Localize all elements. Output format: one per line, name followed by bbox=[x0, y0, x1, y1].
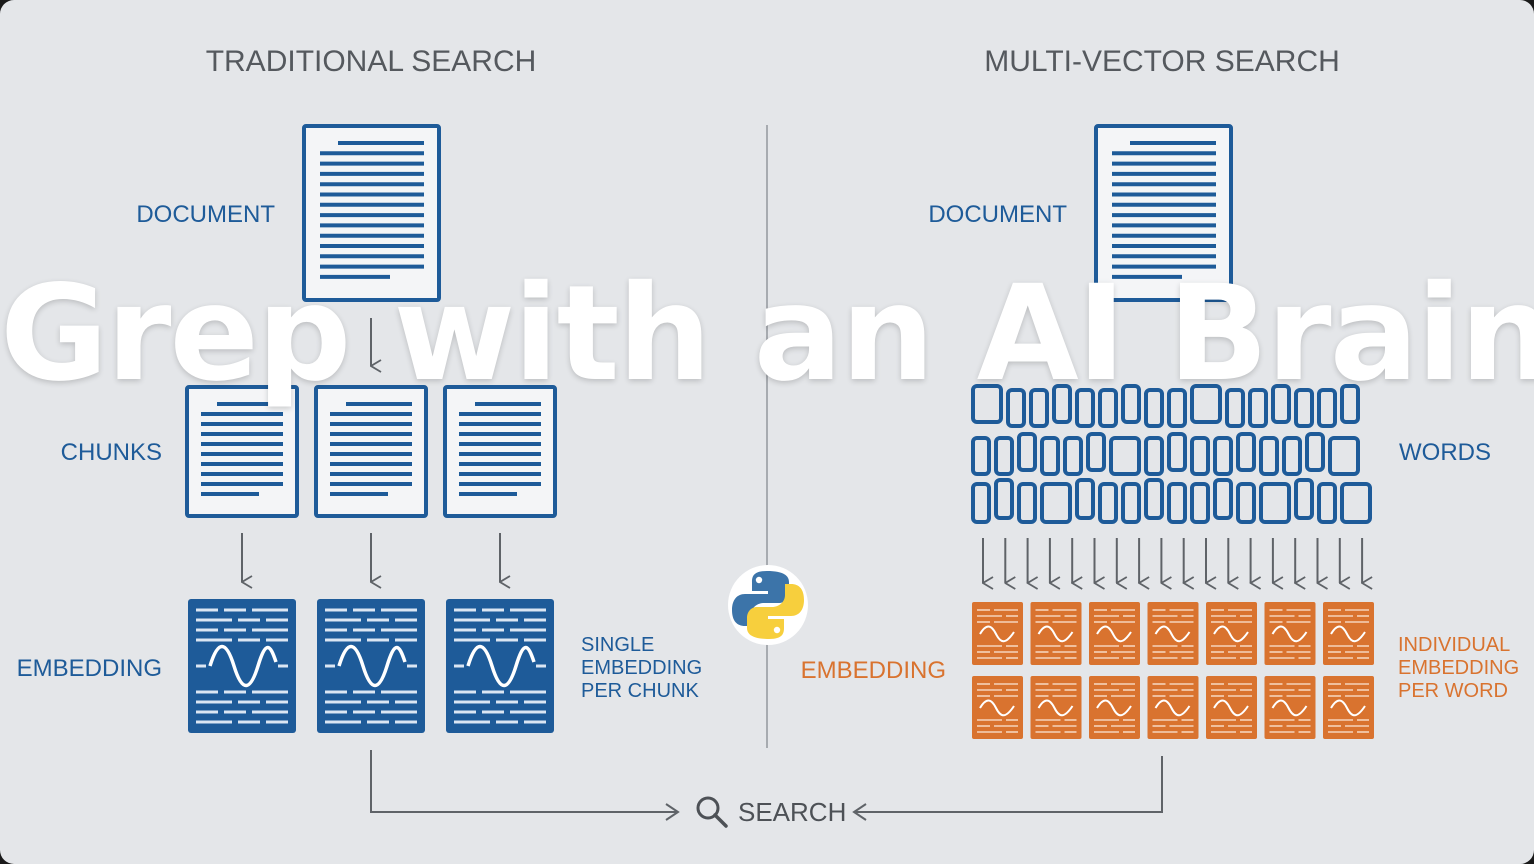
word-token bbox=[1144, 478, 1164, 520]
word-embedding-icon bbox=[1264, 602, 1316, 665]
word-token bbox=[1190, 436, 1210, 476]
left-note-line-3: PER CHUNK bbox=[581, 680, 699, 702]
word-token bbox=[1052, 384, 1072, 424]
python-logo-icon bbox=[728, 565, 808, 645]
left-document-label: DOCUMENT bbox=[136, 201, 275, 228]
left-note-line-2: EMBEDDING bbox=[581, 657, 702, 679]
word-token bbox=[1144, 436, 1164, 476]
word-token bbox=[1167, 388, 1187, 428]
word-token bbox=[1075, 478, 1095, 520]
word-token bbox=[1248, 388, 1268, 428]
word-token bbox=[1040, 436, 1060, 476]
word-token bbox=[1190, 384, 1222, 424]
word-token bbox=[1259, 482, 1291, 524]
word-token bbox=[1063, 436, 1083, 476]
word-token bbox=[1167, 482, 1187, 524]
word-token bbox=[1017, 482, 1037, 524]
left-embedding-label: EMBEDDING bbox=[17, 655, 162, 682]
word-token bbox=[1086, 432, 1106, 472]
chunk-icon bbox=[185, 385, 299, 518]
word-embedding-icon bbox=[1089, 676, 1140, 739]
word-token bbox=[971, 482, 991, 524]
word-embedding-icon bbox=[1206, 676, 1257, 739]
word-embedding-icon bbox=[972, 676, 1023, 739]
right-document-icon bbox=[1094, 124, 1233, 302]
chunk-embedding-icon bbox=[446, 599, 554, 733]
word-embedding-icon bbox=[1030, 676, 1082, 739]
right-note-line-3: PER WORD bbox=[1398, 680, 1508, 702]
word-token bbox=[1098, 482, 1118, 524]
chunk-embedding-icon bbox=[317, 599, 425, 733]
word-token bbox=[1305, 432, 1325, 472]
word-token bbox=[1190, 482, 1210, 524]
word-token bbox=[1167, 432, 1187, 472]
word-token bbox=[1259, 436, 1279, 476]
word-token bbox=[1317, 482, 1337, 524]
word-token bbox=[1340, 384, 1360, 424]
left-heading: TRADITIONAL SEARCH bbox=[206, 45, 537, 78]
right-document-label: DOCUMENT bbox=[928, 201, 1067, 228]
word-token bbox=[1271, 384, 1291, 424]
word-token bbox=[971, 436, 991, 476]
word-token bbox=[1294, 388, 1314, 428]
chunk-icon bbox=[314, 385, 428, 518]
search-label: SEARCH bbox=[738, 797, 846, 827]
right-search-connector bbox=[856, 756, 1163, 813]
word-token bbox=[1282, 436, 1302, 476]
word-token bbox=[1121, 384, 1141, 424]
left-search-connector bbox=[370, 750, 676, 813]
chunk-icon bbox=[443, 385, 557, 518]
word-token bbox=[1029, 388, 1049, 428]
word-token bbox=[1075, 388, 1095, 428]
word-token bbox=[1236, 482, 1256, 524]
word-token bbox=[1213, 478, 1233, 520]
word-token bbox=[1109, 436, 1141, 476]
right-note-line-1: INDIVIDUAL bbox=[1398, 634, 1510, 656]
search-icon bbox=[696, 796, 728, 828]
word-token bbox=[1098, 388, 1118, 428]
left-document-icon bbox=[302, 124, 441, 302]
left-search-arrowhead bbox=[665, 803, 680, 821]
word-token bbox=[1225, 388, 1245, 428]
word-embedding-icon bbox=[1147, 676, 1199, 739]
word-token bbox=[1144, 388, 1164, 428]
word-token bbox=[1236, 432, 1256, 472]
word-embedding-icon bbox=[1264, 676, 1316, 739]
word-embedding-icon bbox=[1323, 676, 1374, 739]
chunks-label: CHUNKS bbox=[61, 439, 162, 466]
word-token bbox=[1294, 478, 1314, 520]
word-token bbox=[1340, 482, 1372, 524]
word-token bbox=[971, 384, 1003, 424]
word-token bbox=[1317, 388, 1337, 428]
left-note-line-1: SINGLE bbox=[581, 634, 654, 656]
right-heading: MULTI-VECTOR SEARCH bbox=[984, 45, 1340, 78]
word-embedding-icon bbox=[1030, 602, 1082, 665]
word-embedding-icon bbox=[1089, 602, 1140, 665]
word-token bbox=[1017, 432, 1037, 472]
right-search-arrowhead bbox=[852, 803, 867, 821]
word-token bbox=[1121, 482, 1141, 524]
word-token bbox=[1213, 436, 1233, 476]
word-embedding-icon bbox=[1147, 602, 1199, 665]
words-label: WORDS bbox=[1399, 439, 1491, 466]
word-token bbox=[1006, 388, 1026, 428]
word-token bbox=[1328, 436, 1360, 476]
word-token bbox=[1040, 482, 1072, 524]
word-token bbox=[994, 436, 1014, 476]
word-embedding-icon bbox=[1323, 602, 1374, 665]
chunk-embedding-icon bbox=[188, 599, 296, 733]
word-embedding-icon bbox=[1206, 602, 1257, 665]
right-embedding-label: EMBEDDING bbox=[801, 657, 946, 684]
word-token bbox=[994, 478, 1014, 520]
right-note-line-2: EMBEDDING bbox=[1398, 657, 1519, 679]
word-embedding-icon bbox=[972, 602, 1023, 665]
